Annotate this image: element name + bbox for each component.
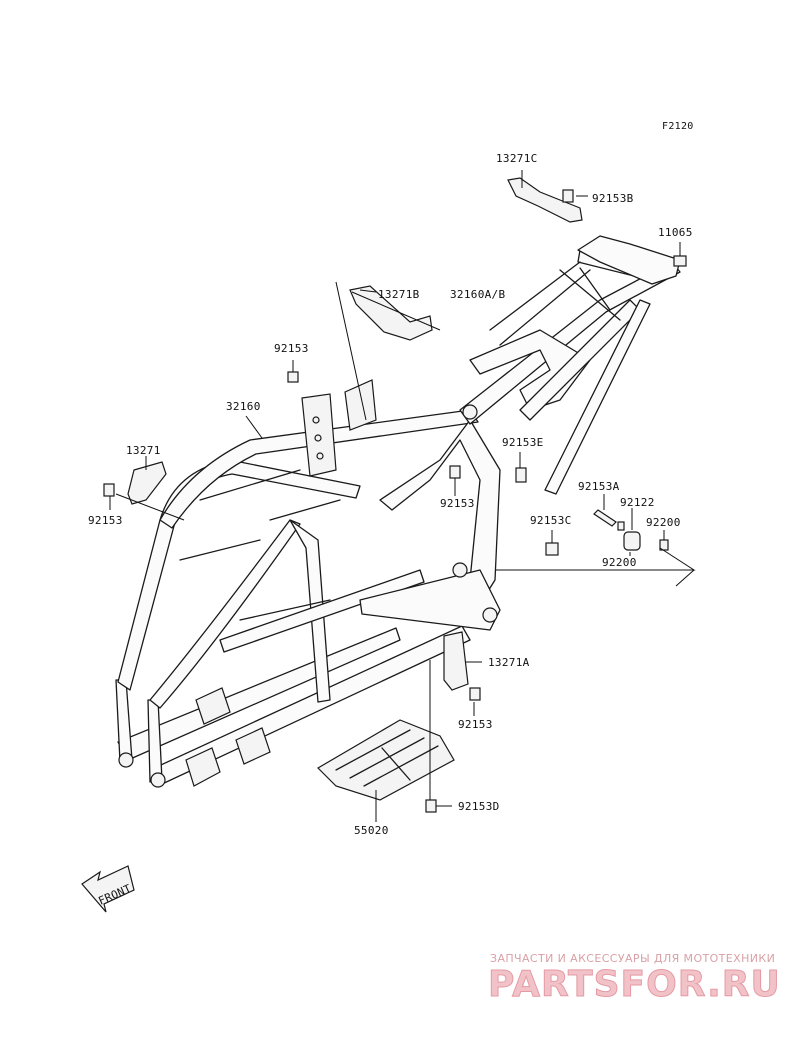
- front-direction-arrow: FRONT: [81, 865, 135, 913]
- frame-joint: [452, 562, 468, 578]
- collar-92122: [623, 531, 641, 551]
- frame-joint: [118, 752, 134, 768]
- label-32160: 32160: [226, 400, 261, 413]
- label-55020: 55020: [354, 824, 389, 837]
- frame-joint: [462, 404, 478, 420]
- watermark: ЗАПЧАСТИ И АКСЕССУАРЫ ДЛЯ МОТОТЕХНИКИ PA…: [488, 952, 781, 1006]
- label-92153B: 92153B: [592, 192, 634, 205]
- label-13271: 13271: [126, 444, 161, 457]
- bolt-92153E: [515, 467, 527, 483]
- frame-center-tube: [289, 519, 331, 703]
- label-32160AB: 32160A/B: [450, 288, 505, 301]
- bracket-13271C: [507, 177, 583, 223]
- mount-hole: [312, 416, 320, 424]
- bolt-92153D: [425, 799, 437, 813]
- label-92153-low: 92153: [458, 718, 493, 731]
- mount-hole: [316, 452, 324, 460]
- frame-rear-end: [577, 235, 681, 285]
- frame-bracket-mid: [195, 687, 231, 725]
- washer-92200-left: [617, 521, 625, 531]
- label-11065: 11065: [658, 226, 693, 239]
- label-92200-low: 92200: [602, 556, 637, 569]
- frame-cross-tube: [219, 569, 425, 653]
- frame-bracket-front: [185, 747, 221, 787]
- nut-92153C: [545, 542, 559, 556]
- label-92122: 92122: [620, 496, 655, 509]
- label-13271C: 13271C: [496, 152, 538, 165]
- frame-rear-lower: [359, 569, 501, 631]
- frame-front-post-right: [147, 699, 163, 783]
- watermark-logo: PARTSFOR.RU: [488, 964, 781, 1005]
- bolt-92153-top: [287, 371, 299, 383]
- figure-code: F2120: [662, 121, 694, 132]
- frame-joint: [482, 607, 498, 623]
- label-92153-mid: 92153: [440, 497, 475, 510]
- label-92153-top: 92153: [274, 342, 309, 355]
- label-13271A: 13271A: [488, 656, 530, 669]
- frame-bracket-rear: [235, 727, 271, 765]
- label-92153C: 92153C: [530, 514, 572, 527]
- frame-front-cross-brace: [179, 469, 341, 621]
- bolt-92153-mid: [449, 465, 461, 479]
- watermark-tagline: ЗАПЧАСТИ И АКСЕССУАРЫ ДЛЯ МОТОТЕХНИКИ: [490, 952, 775, 965]
- frame-rear-down-strut: [544, 299, 651, 495]
- main-frame: [115, 235, 681, 788]
- frame-front-post-left: [115, 679, 133, 763]
- frame-rear-brace: [489, 261, 621, 346]
- cap-11065: [673, 255, 687, 267]
- label-13271B: 13271B: [378, 288, 420, 301]
- bolt-92153B: [562, 189, 574, 203]
- skid-plate-ribs: [335, 729, 439, 787]
- label-92153E: 92153E: [502, 436, 544, 449]
- small-parts: [103, 177, 687, 813]
- label-92153-left: 92153: [88, 514, 123, 527]
- label-92153A: 92153A: [578, 480, 620, 493]
- engine-mount-bracket: [344, 379, 377, 431]
- leader-lines: [109, 170, 696, 822]
- label-92200-right: 92200: [646, 516, 681, 529]
- frame-joint: [150, 772, 166, 788]
- frame-seat-rail: [459, 261, 681, 425]
- bracket-13271A: [443, 631, 469, 691]
- frame-downtube: [149, 519, 301, 709]
- mount-hole: [314, 434, 322, 442]
- bolt-92153A: [593, 509, 617, 527]
- bolt-92153-left: [103, 483, 115, 497]
- front-arrow-icon: [81, 865, 135, 913]
- bolt-92153-low: [469, 687, 481, 701]
- skid-plate-55020: [317, 719, 455, 801]
- part-labels: 13271C 92153B 11065 13271B 32160A/B 9215…: [88, 152, 693, 837]
- bracket-13271: [127, 461, 167, 505]
- label-92153D: 92153D: [458, 800, 500, 813]
